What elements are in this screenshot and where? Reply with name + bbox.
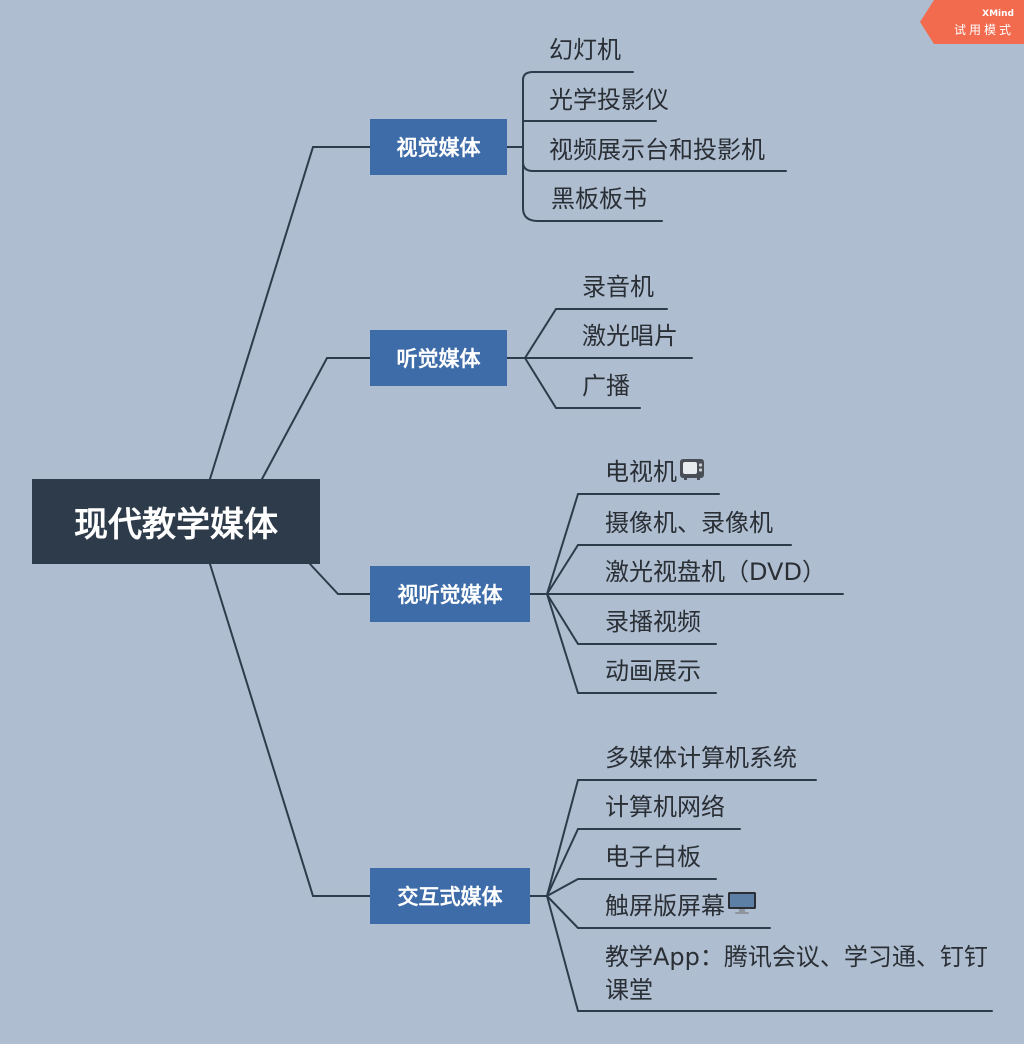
root-topic[interactable]: 现代教学媒体 [32, 479, 320, 564]
computer-monitor-icon [727, 891, 757, 923]
leaf-label: 电视机 [605, 458, 677, 486]
leaf-topic[interactable]: 黑板板书 [551, 185, 647, 213]
leaf-topic[interactable]: 光学投影仪 [549, 86, 669, 114]
branch-audiovisual-media[interactable]: 视听觉媒体 [370, 566, 530, 622]
leaf-topic[interactable]: 教学App：腾讯会议、学习通、钉钉课堂 [605, 943, 988, 1004]
leaf-topic[interactable]: 多媒体计算机系统 [605, 744, 797, 772]
branch-audio-media[interactable]: 听觉媒体 [370, 330, 507, 386]
leaf-topic[interactable]: 幻灯机 [549, 36, 621, 64]
badge-brand-text: XMind [982, 9, 1014, 19]
leaf-topic[interactable]: 电子白板 [605, 843, 701, 871]
leaf-topic[interactable]: 视频展示台和投影机 [549, 136, 765, 164]
television-icon [679, 457, 705, 489]
leaf-topic[interactable]: 激光视盘机（DVD） [605, 558, 826, 586]
branch-visual-media[interactable]: 视觉媒体 [370, 119, 507, 175]
leaf-topic[interactable]: 计算机网络 [605, 793, 725, 821]
badge-shape [920, 0, 1024, 44]
leaf-topic[interactable]: 摄像机、录像机 [605, 509, 773, 537]
leaf-topic[interactable]: 录播视频 [605, 608, 701, 636]
badge-mode-text: 试用模式 [953, 23, 1014, 37]
leaf-label: 触屏版屏幕 [605, 892, 725, 920]
leaf-topic[interactable]: 激光唱片 [582, 322, 678, 350]
leaf-topic[interactable]: 电视机 [605, 456, 705, 489]
trial-mode-badge: XMind 试用模式 [920, 0, 1024, 44]
branch-interactive-media[interactable]: 交互式媒体 [370, 868, 530, 924]
leaf-topic[interactable]: 触屏版屏幕 [605, 890, 757, 923]
leaf-topic[interactable]: 广播 [582, 372, 630, 400]
leaf-topic[interactable]: 动画展示 [605, 657, 701, 685]
leaf-topic[interactable]: 录音机 [582, 273, 654, 301]
